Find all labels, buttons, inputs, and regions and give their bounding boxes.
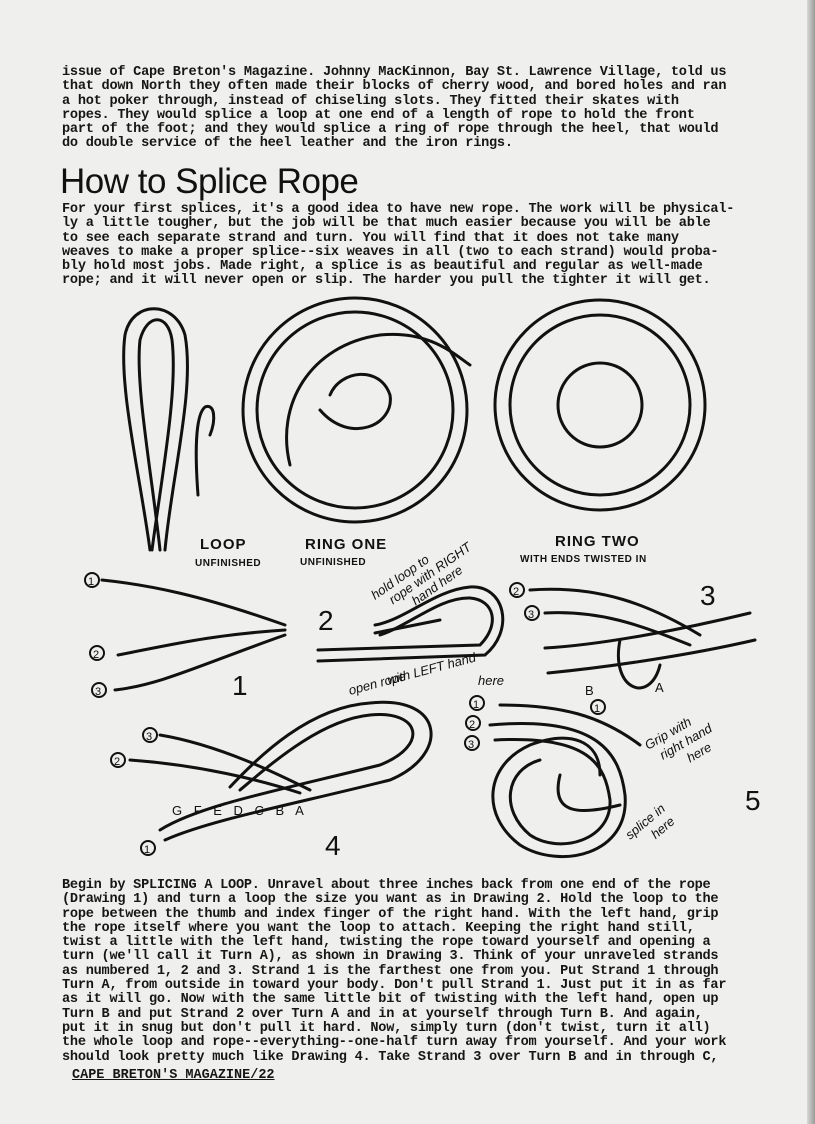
text-line: weaves to make a proper splice--six weav… [62, 244, 719, 260]
drawing-2-rope [316, 585, 505, 663]
text-line: Turn A, from outside in toward your body… [62, 978, 727, 994]
strand-label: 2 [513, 586, 519, 598]
text-line: issue of Cape Breton's Magazine. Johnny … [62, 65, 727, 80]
drawing-5-strand-labels: 1 2 3 [464, 695, 485, 751]
text-line: turn (we'll call it Turn A), as shown in… [62, 949, 719, 965]
drawing-2-note-bottom-end: here [478, 673, 504, 688]
text-line: that down North they often made their bl… [62, 79, 727, 95]
drawing-1-strand-labels: 1 2 3 [84, 572, 107, 698]
drawing-5-loop [488, 703, 642, 859]
page-footer: CAPE BRETON'S MAGAZINE/22 [72, 1068, 275, 1083]
body-paragraph: Begin by SPLICING A LOOP. Unravel about … [62, 878, 782, 1065]
ring-two-drawing [493, 298, 707, 512]
strand-label: 2 [114, 756, 120, 768]
intro-paragraph: For your first splices, it's a good idea… [62, 202, 782, 289]
ring-one-drawing [241, 296, 472, 524]
article-title: How to Splice Rope [60, 162, 359, 201]
text-line: rope; and it will never open or slip. Th… [62, 273, 711, 289]
strand-label: 2 [469, 719, 475, 731]
drawing-1-strands [100, 578, 287, 692]
drawing-4-rope [128, 700, 433, 842]
drawing-3-strand-labels: 2 3 1 [509, 582, 606, 715]
text-line: should look pretty much like Drawing 4. … [62, 1049, 719, 1065]
drawing-4-turn-labels: G F E D C B A [172, 803, 308, 818]
drawing-3-rope [528, 587, 757, 690]
text-line: twist a little with the left hand, twist… [62, 935, 711, 951]
text-line: do double service of the heel leather an… [62, 136, 513, 152]
strand-label: 3 [146, 731, 152, 743]
text-line: ly a little tougher, but the job will be… [62, 216, 711, 232]
strand-label: 3 [95, 686, 101, 698]
loop-title: LOOP [200, 536, 247, 553]
drawing-4-strand-labels: 3 2 1 [110, 727, 158, 856]
text-line: put it in snug but don't pull it hard. N… [62, 1020, 711, 1036]
loop-subtitle: UNFINISHED [195, 558, 261, 569]
loop-drawing [122, 307, 216, 552]
strand-number-labels: 1 2 3 2 3 1 3 2 1 1 2 3 [84, 572, 606, 856]
text-line: a hot poker through, instead of chiselin… [62, 93, 679, 109]
text-line: (Drawing 1) and turn a loop the size you… [62, 892, 719, 908]
text-line: ropes. They would splice a loop at one e… [62, 107, 695, 123]
strand-label: 1 [594, 703, 600, 715]
top-paragraph: issue of Cape Breton's Magazine. Johnny … [62, 65, 782, 152]
ring-one-subtitle: UNFINISHED [300, 557, 366, 568]
drawing-5-splice-note: splice in here [622, 798, 681, 854]
turn-b-label: B [585, 683, 594, 698]
ring-two-title: RING TWO [555, 533, 640, 550]
text-line: For your first splices, it's a good idea… [62, 202, 735, 217]
text-line: to see each separate strand and turn. Yo… [62, 230, 679, 246]
strand-label: 3 [528, 609, 534, 621]
text-line: the whole loop and rope--everything--one… [62, 1035, 727, 1051]
drawing-5-number: 5 [745, 785, 761, 816]
strand-label: 2 [93, 649, 99, 661]
drawing-4-number: 4 [325, 830, 341, 861]
strand-label: 1 [144, 844, 150, 856]
strand-label: 1 [88, 576, 94, 588]
ring-two-subtitle: WITH ENDS TWISTED IN [520, 554, 647, 565]
turn-a-label: A [655, 680, 664, 695]
drawing-5-grip-note: Grip with right hand here [642, 705, 726, 780]
ring-one-title: RING ONE [305, 536, 387, 553]
strand-label: 1 [473, 699, 479, 711]
text-line: rope between the thumb and index finger … [62, 906, 719, 922]
text-line: bly hold most jobs. Made right, a splice… [62, 259, 703, 275]
strand-label: 3 [468, 739, 474, 751]
text-line: Turn B and put Strand 2 over Turn A and … [62, 1006, 703, 1022]
text-line: Begin by SPLICING A LOOP. Unravel about … [62, 878, 711, 893]
text-line: as it will go. Now with the same little … [62, 992, 719, 1008]
drawing-3-number: 3 [700, 580, 716, 611]
text-line: part of the foot; and they would splice … [62, 122, 719, 138]
drawing-2-number: 2 [318, 605, 334, 636]
drawing-1-number: 1 [232, 670, 248, 701]
text-line: the rope itself where you want the loop … [62, 920, 695, 936]
text-line: as numbered 1, 2 and 3. Strand 1 is the … [62, 963, 719, 979]
splicing-illustrations: 1 2 3 2 3 1 3 2 1 1 2 3 LOOP UNFINISHED … [84, 296, 761, 861]
page-edge [807, 0, 815, 1124]
